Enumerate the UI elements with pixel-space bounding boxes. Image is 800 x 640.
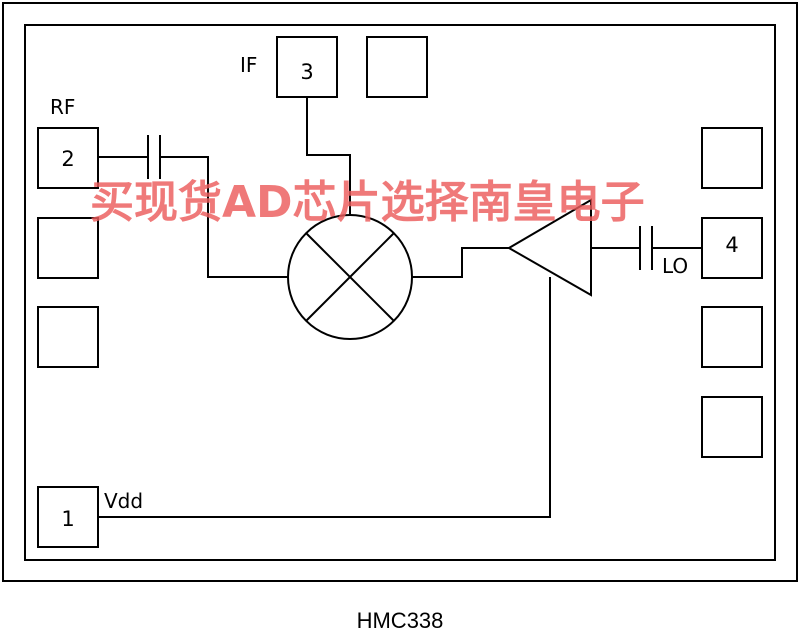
pin-4-number: 4: [725, 233, 738, 257]
pin-3-label: IF: [240, 53, 257, 77]
pin-1-label: Vdd: [104, 489, 143, 513]
lo-capacitor: [639, 226, 653, 270]
vdd-trace: [98, 277, 551, 518]
part-number-caption: HMC338: [356, 608, 444, 633]
unused-pad: [37, 217, 99, 279]
die-border: [24, 24, 776, 561]
watermark-text: 买现货AD芯片选择南皇电子: [90, 177, 645, 228]
lo-amplifier-symbol: [507, 198, 592, 297]
pin-4-label: LO: [662, 254, 688, 278]
pin-1-number: 1: [61, 507, 74, 531]
unused-pad: [701, 127, 763, 189]
pin-4-pad: [701, 217, 763, 279]
unused-pad: [701, 306, 763, 368]
unused-pad: [366, 36, 428, 98]
if-trace: [306, 97, 351, 214]
unused-pad: [701, 396, 763, 458]
pin-2-number: 2: [61, 147, 74, 171]
unused-pad: [37, 306, 99, 368]
mixer-to-amp-trace: [412, 247, 509, 278]
package-outer-border: [2, 2, 798, 582]
pin-2-pad: [37, 127, 99, 189]
mixer-symbol: [287, 214, 413, 340]
pin-3-pad: [276, 36, 338, 98]
rf-capacitor: [147, 135, 161, 179]
pin-2-label: RF: [50, 95, 75, 119]
pin-1-pad: [37, 486, 99, 548]
pin-3-number: 3: [300, 60, 313, 84]
rf-to-mixer-trace: [160, 156, 288, 278]
